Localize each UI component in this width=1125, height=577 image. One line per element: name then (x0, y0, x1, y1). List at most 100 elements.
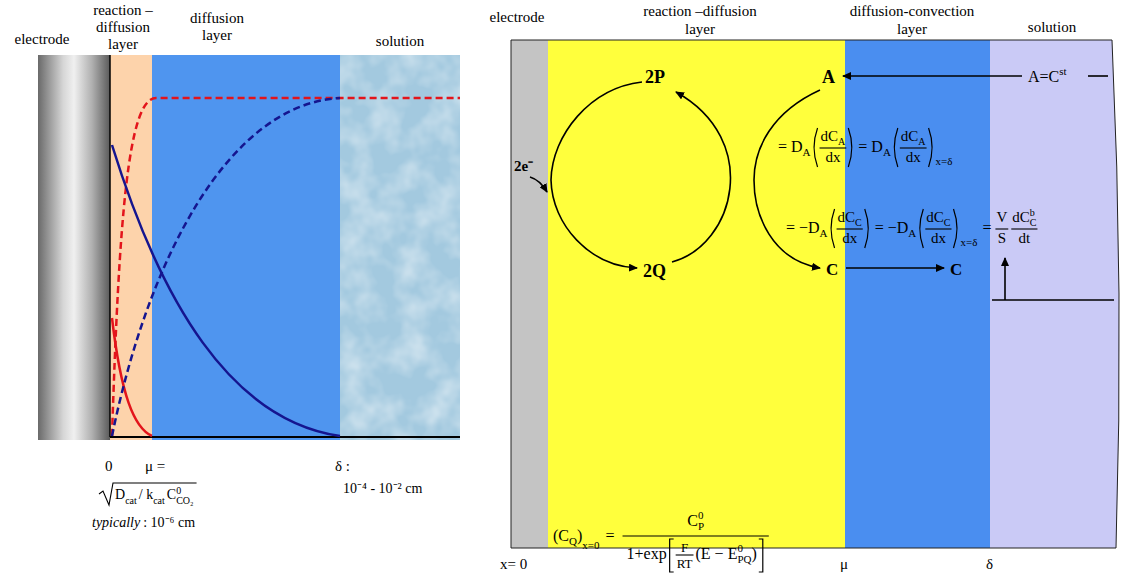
fraction-bar (837, 228, 863, 229)
axis-label: μ = (145, 459, 165, 474)
paren-stroke (831, 209, 835, 248)
formula-term: D (791, 139, 803, 155)
species-label: 2P (645, 68, 665, 86)
formula-term: PQ (737, 554, 751, 565)
formula-term: = (778, 139, 787, 155)
formula-term: 0 (698, 510, 704, 521)
formula-term: A (883, 147, 891, 158)
layer-band: diffusion-convection layer (845, 40, 990, 548)
axis-label: μ (840, 557, 848, 572)
oxidation-arrow (672, 92, 730, 262)
fraction-bar (820, 147, 847, 148)
electron-arrow (530, 177, 547, 192)
formula-term: x=δ (936, 156, 953, 167)
layer-heading: reaction – diffusion layer (86, 2, 160, 53)
bracket-stroke (759, 539, 763, 572)
formula-term: 0 (176, 486, 181, 496)
fraction-bar (995, 228, 1008, 229)
formula-term: 0 (737, 543, 743, 554)
formula-term: = (606, 528, 615, 544)
formula-term: / k (139, 488, 153, 502)
formula-term: Q (569, 536, 577, 547)
paren-stroke (865, 209, 869, 248)
formula-term: dC (838, 210, 856, 225)
blue-dashed-curve (112, 98, 340, 436)
solution-fill (990, 40, 1119, 548)
fraction-bar (900, 147, 927, 148)
solution-texture (340, 55, 460, 440)
electrode-surface (109, 55, 111, 437)
formula-term: cat (125, 496, 137, 506)
formula-term: D (115, 488, 125, 502)
level-line (992, 299, 1114, 300)
formula-term: dx (906, 150, 921, 165)
formula-term: b (1030, 208, 1035, 218)
layer-heading: electrode (477, 8, 557, 26)
dimension: 10⁻⁴ - 10⁻² cm (343, 482, 422, 496)
formula-term: = D (858, 139, 883, 155)
formula-term: dt (1019, 231, 1031, 246)
paren-stroke (848, 128, 852, 167)
formula-term: A (803, 147, 811, 158)
axis-label: x= 0 (500, 557, 527, 572)
fraction-bar (1011, 228, 1037, 229)
fraction-bar (676, 554, 694, 555)
species-label: A (822, 68, 835, 86)
formula-term: P (698, 521, 704, 532)
formula-term: = (982, 220, 991, 236)
red-dashed-curve (112, 98, 460, 436)
formula-term: dx (825, 150, 840, 165)
formula-term: C (167, 488, 176, 502)
supply-arrow (843, 75, 1022, 77)
reaction-layer-fill (548, 40, 845, 548)
layer-heading: electrode (2, 31, 82, 48)
formula-term: = −D (786, 220, 820, 236)
formula-term: A (908, 228, 916, 239)
formula-term: = −D (875, 220, 909, 236)
electrode-band: electrode (38, 55, 110, 440)
formula-term: dC (926, 210, 944, 225)
formula-term: V (996, 210, 1007, 225)
formula-term: S (998, 231, 1006, 246)
dimension: : 10⁻⁶ cm (143, 516, 195, 530)
diffusion-layer-fill (152, 55, 340, 440)
formula-term: C (687, 513, 698, 529)
axis-label: δ : (335, 459, 350, 474)
layer-heading: diffusion layer (177, 10, 257, 44)
formula-term: A (838, 137, 845, 147)
formula-term: (C (553, 528, 569, 544)
electrode-fill (511, 40, 548, 548)
electrode-band: electrode (511, 40, 548, 548)
layer-heading: reaction –diffusion layer (635, 2, 765, 38)
level-line (1088, 75, 1108, 77)
species-label: C (826, 261, 838, 278)
substrate-arrow (754, 90, 820, 268)
paren-stroke (814, 128, 818, 167)
fraction-bar (925, 228, 951, 229)
layer-heading: diffusion-convection layer (842, 2, 982, 38)
formula-term: 1+exp (627, 546, 667, 562)
axis-label: 0 (105, 459, 113, 474)
paren-stroke (954, 209, 958, 248)
species-label: st (1059, 66, 1066, 77)
rise-arrow (1004, 258, 1006, 300)
formula-term: C (855, 218, 862, 228)
species-label: 2Q (643, 262, 666, 280)
formula-term: C (1030, 218, 1037, 228)
solution-fill (340, 55, 460, 440)
paren-stroke (920, 209, 924, 248)
formula-term: C (944, 218, 951, 228)
formula-term: dx (842, 231, 857, 246)
axis-label: δ (986, 557, 993, 572)
formula-term: x=δ (961, 237, 978, 248)
formula-term: dC (1012, 210, 1030, 225)
cell-outline (511, 40, 1119, 548)
layer-heading: solution (360, 33, 440, 50)
note: typically (92, 516, 140, 530)
formula-term: dC (821, 129, 839, 144)
layer-band: diffusion layer (152, 55, 340, 440)
electrode-fill (38, 55, 110, 440)
formula-term: ) (577, 528, 582, 544)
formula-term: (E − E (696, 546, 738, 562)
